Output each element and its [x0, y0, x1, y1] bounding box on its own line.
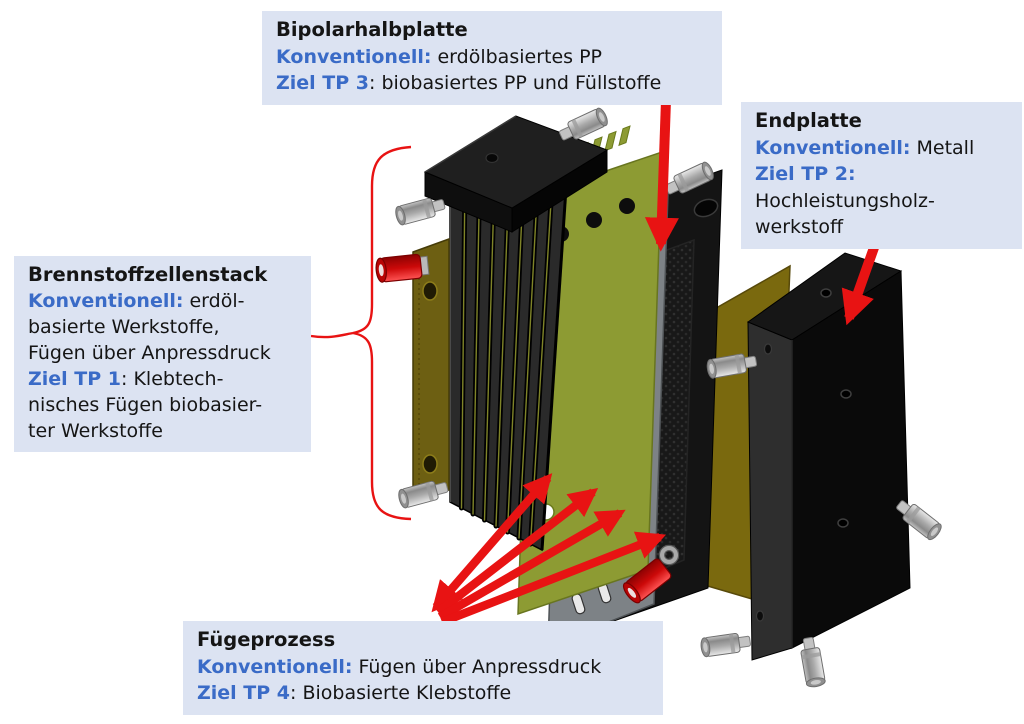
konventionell-text: Metall [910, 136, 975, 159]
callout-title: Endplatte [755, 109, 862, 132]
konventionell-label: Konventionell: [28, 290, 184, 312]
callout-line-ziel: Ziel TP 4: Biobasierte Klebstoffe [197, 680, 649, 707]
red-fitting-left [375, 253, 430, 283]
ziel-text: : biobasiertes PP und Füllstoffe [369, 72, 662, 94]
arrow-endplatte [841, 240, 881, 326]
ziel-text: : Biobasierte Klebstoffe [290, 682, 512, 704]
ziel-label: Ziel TP 1 [28, 368, 122, 390]
konventionell-label: Konventionell: [197, 655, 353, 678]
red-fitting-bottom [622, 558, 672, 604]
ziel-label: Ziel TP 3 [276, 72, 370, 94]
callout-line-ziel-label: Ziel TP 2: [755, 161, 1008, 188]
arrow-bipolarhalbplatte [644, 99, 679, 252]
callout-title: Brennstoffzellenstack [28, 263, 268, 286]
callout-line-konventionell: Konventionell: erdöl- basierte Werkstoff… [28, 288, 297, 366]
ziel-text: Hochleistungsholz- werkstoff [755, 189, 935, 239]
konventionell-label: Konventionell: [755, 136, 911, 159]
konventionell-text: erdölbasiertes PP [431, 45, 602, 68]
callout-title: Bipolarhalbplatte [276, 18, 468, 41]
callout-line-konventionell: Konventionell: Fügen über Anpressdruck [197, 654, 649, 681]
callout-line-ziel: Ziel TP 1: Klebtech- nisches Fügen bioba… [28, 366, 297, 444]
konventionell-label: Konventionell: [276, 45, 432, 68]
callout-line-konventionell: Konventionell: erdölbasiertes PP [276, 44, 708, 71]
end-plate [746, 252, 911, 661]
arrows-fuegeprozess [431, 473, 667, 626]
callout-endplatte: Endplatte Konventionell: Metall Ziel TP … [741, 102, 1022, 249]
konventionell-text: erdöl- basierte Werkstoffe, Fügen über A… [28, 290, 271, 364]
callout-brennstoffzellenstack: Brennstoffzellenstack Konventionell: erd… [14, 256, 311, 452]
konventionell-text: Fügen über Anpressdruck [352, 655, 602, 678]
loose-fitting-vertical [798, 635, 827, 689]
callout-bipolarhalbplatte: Bipolarhalbplatte Konventionell: erdölba… [262, 11, 722, 105]
loose-fitting-horizontal [699, 631, 752, 658]
ziel-label: Ziel TP 2: [755, 163, 856, 185]
ziel-label: Ziel TP 4 [197, 682, 291, 704]
callout-line-ziel: Ziel TP 3: biobasiertes PP und Füllstoff… [276, 70, 708, 97]
stack-top-plate [423, 115, 609, 233]
ziel-text: : Klebtech- nisches Fügen biobasier- ter… [28, 368, 263, 442]
stack-brace [310, 145, 412, 521]
callout-line-konventionell: Konventionell: Metall [755, 135, 1008, 162]
callout-fuegeprozess: Fügeprozess Konventionell: Fügen über An… [183, 621, 663, 715]
callout-title: Fügeprozess [197, 628, 336, 651]
callout-line-ziel-text: Hochleistungsholz- werkstoff [755, 188, 1008, 241]
